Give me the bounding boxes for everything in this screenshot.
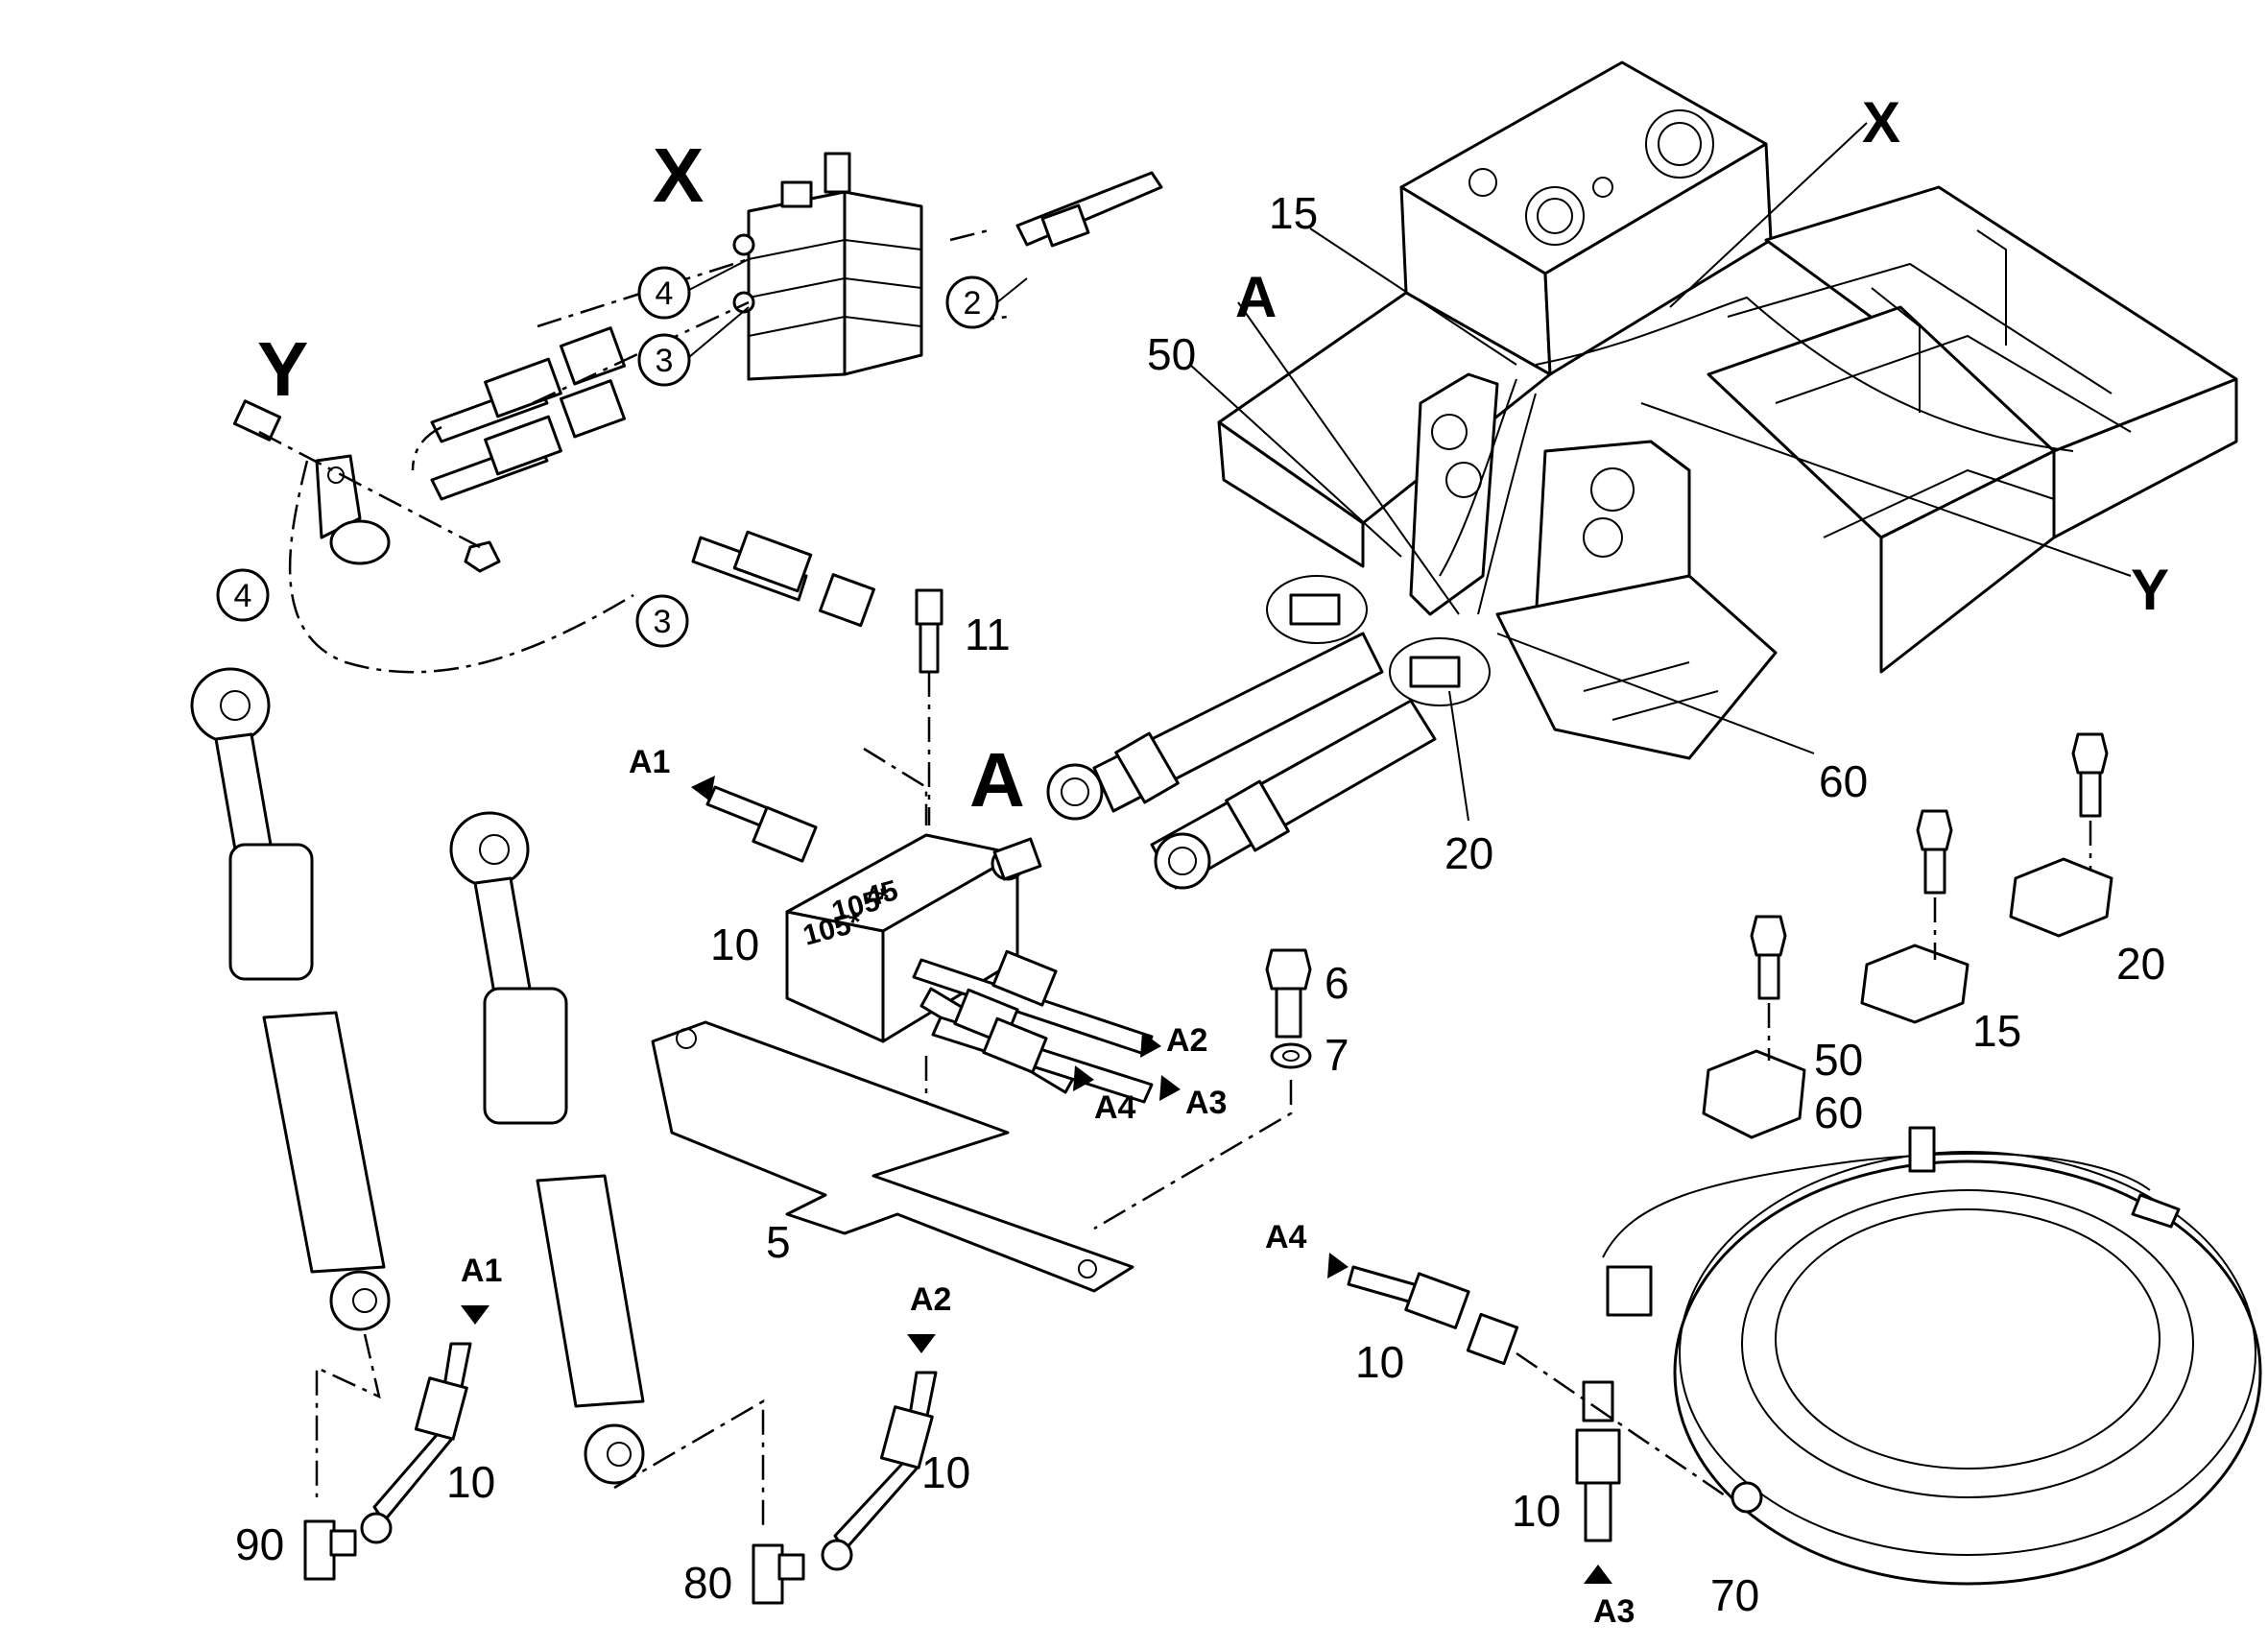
circle-ref-3-top: 3: [656, 343, 674, 379]
hydraulic-cylinder-middle: [449, 811, 645, 1485]
callout-70: 70: [1710, 1570, 1759, 1620]
callout-15: 15: [1269, 188, 1318, 238]
bolt-6: [1265, 948, 1312, 1039]
callout-5: 5: [766, 1217, 791, 1267]
tee-fitting-80: [752, 1371, 938, 1605]
arrow-label-a2-mid: A2: [1166, 1022, 1207, 1059]
circle-ref-4-top: 4: [656, 275, 674, 312]
hose-route-dashed: [288, 460, 634, 674]
slewing-ring: [1602, 1126, 2262, 1586]
view-letter-y-left: Y: [257, 326, 308, 412]
mounting-plate-5: [651, 1020, 1134, 1293]
hose-fitting-a4: [1347, 1265, 1519, 1366]
view-letter-y-right: Y: [2131, 558, 2169, 622]
view-letter-a-top: A: [1235, 265, 1277, 329]
bolt-11: [915, 588, 943, 674]
callout-15-right: 15: [1972, 1006, 2021, 1056]
clamp-block-50: [1702, 915, 1806, 1139]
circle-ref-3-mid: 3: [654, 604, 672, 640]
callout-10-a3: 10: [1512, 1486, 1561, 1536]
view-letter-x-right: X: [1862, 90, 1900, 155]
clamp-block-15: [1860, 809, 1970, 1024]
clamp-block-20: [2009, 732, 2113, 938]
callout-80: 80: [683, 1558, 732, 1608]
callout-20-right: 20: [2116, 939, 2165, 989]
callout-10-block: 10: [710, 920, 759, 969]
callout-60-right: 60: [1814, 1087, 1863, 1137]
bracket-y: [232, 399, 501, 573]
circle-ref-4-left: 4: [234, 578, 252, 614]
callout-11: 11: [965, 609, 1011, 659]
arrow-label-a4-low: A4: [1265, 1219, 1307, 1255]
callout-20: 20: [1444, 828, 1493, 878]
callout-10-a4: 10: [1355, 1337, 1404, 1387]
callout-50-right: 50: [1814, 1035, 1863, 1085]
arrow-label-a3-mid: A3: [1185, 1085, 1227, 1121]
callout-50: 50: [1147, 329, 1196, 379]
valve-block-a: 45 105* 105*: [785, 833, 1042, 1043]
hose-fittings-x: [430, 171, 1163, 628]
callout-10-left: 10: [446, 1457, 495, 1507]
circle-ref-2: 2: [964, 285, 982, 322]
washer-7: [1270, 1042, 1312, 1069]
callout-6: 6: [1325, 958, 1349, 1008]
arrow-label-a2-low: A2: [910, 1281, 951, 1318]
callout-90: 90: [235, 1519, 284, 1569]
fitting-70: [1575, 1380, 1763, 1542]
view-letter-x-top: X: [653, 132, 704, 218]
arrow-label-a1-low: A1: [461, 1253, 502, 1289]
chassis-leaders: [1189, 122, 2132, 822]
callout-60: 60: [1819, 756, 1868, 806]
tee-fitting-90: [303, 1342, 472, 1581]
arrow-label-a1-top: A1: [629, 744, 670, 780]
valve-block-x: [732, 152, 923, 381]
callout-10-center: 10: [921, 1447, 970, 1497]
arrow-label-a3-low: A3: [1593, 1593, 1635, 1630]
flow-arrows: [461, 776, 1612, 1584]
callout-7: 7: [1325, 1030, 1349, 1080]
arrow-label-a4-mid: A4: [1094, 1089, 1136, 1126]
hydraulic-cylinder-left: [190, 667, 391, 1331]
boom-cylinders: [1046, 632, 1437, 890]
view-letter-a-mid: A: [969, 737, 1025, 823]
